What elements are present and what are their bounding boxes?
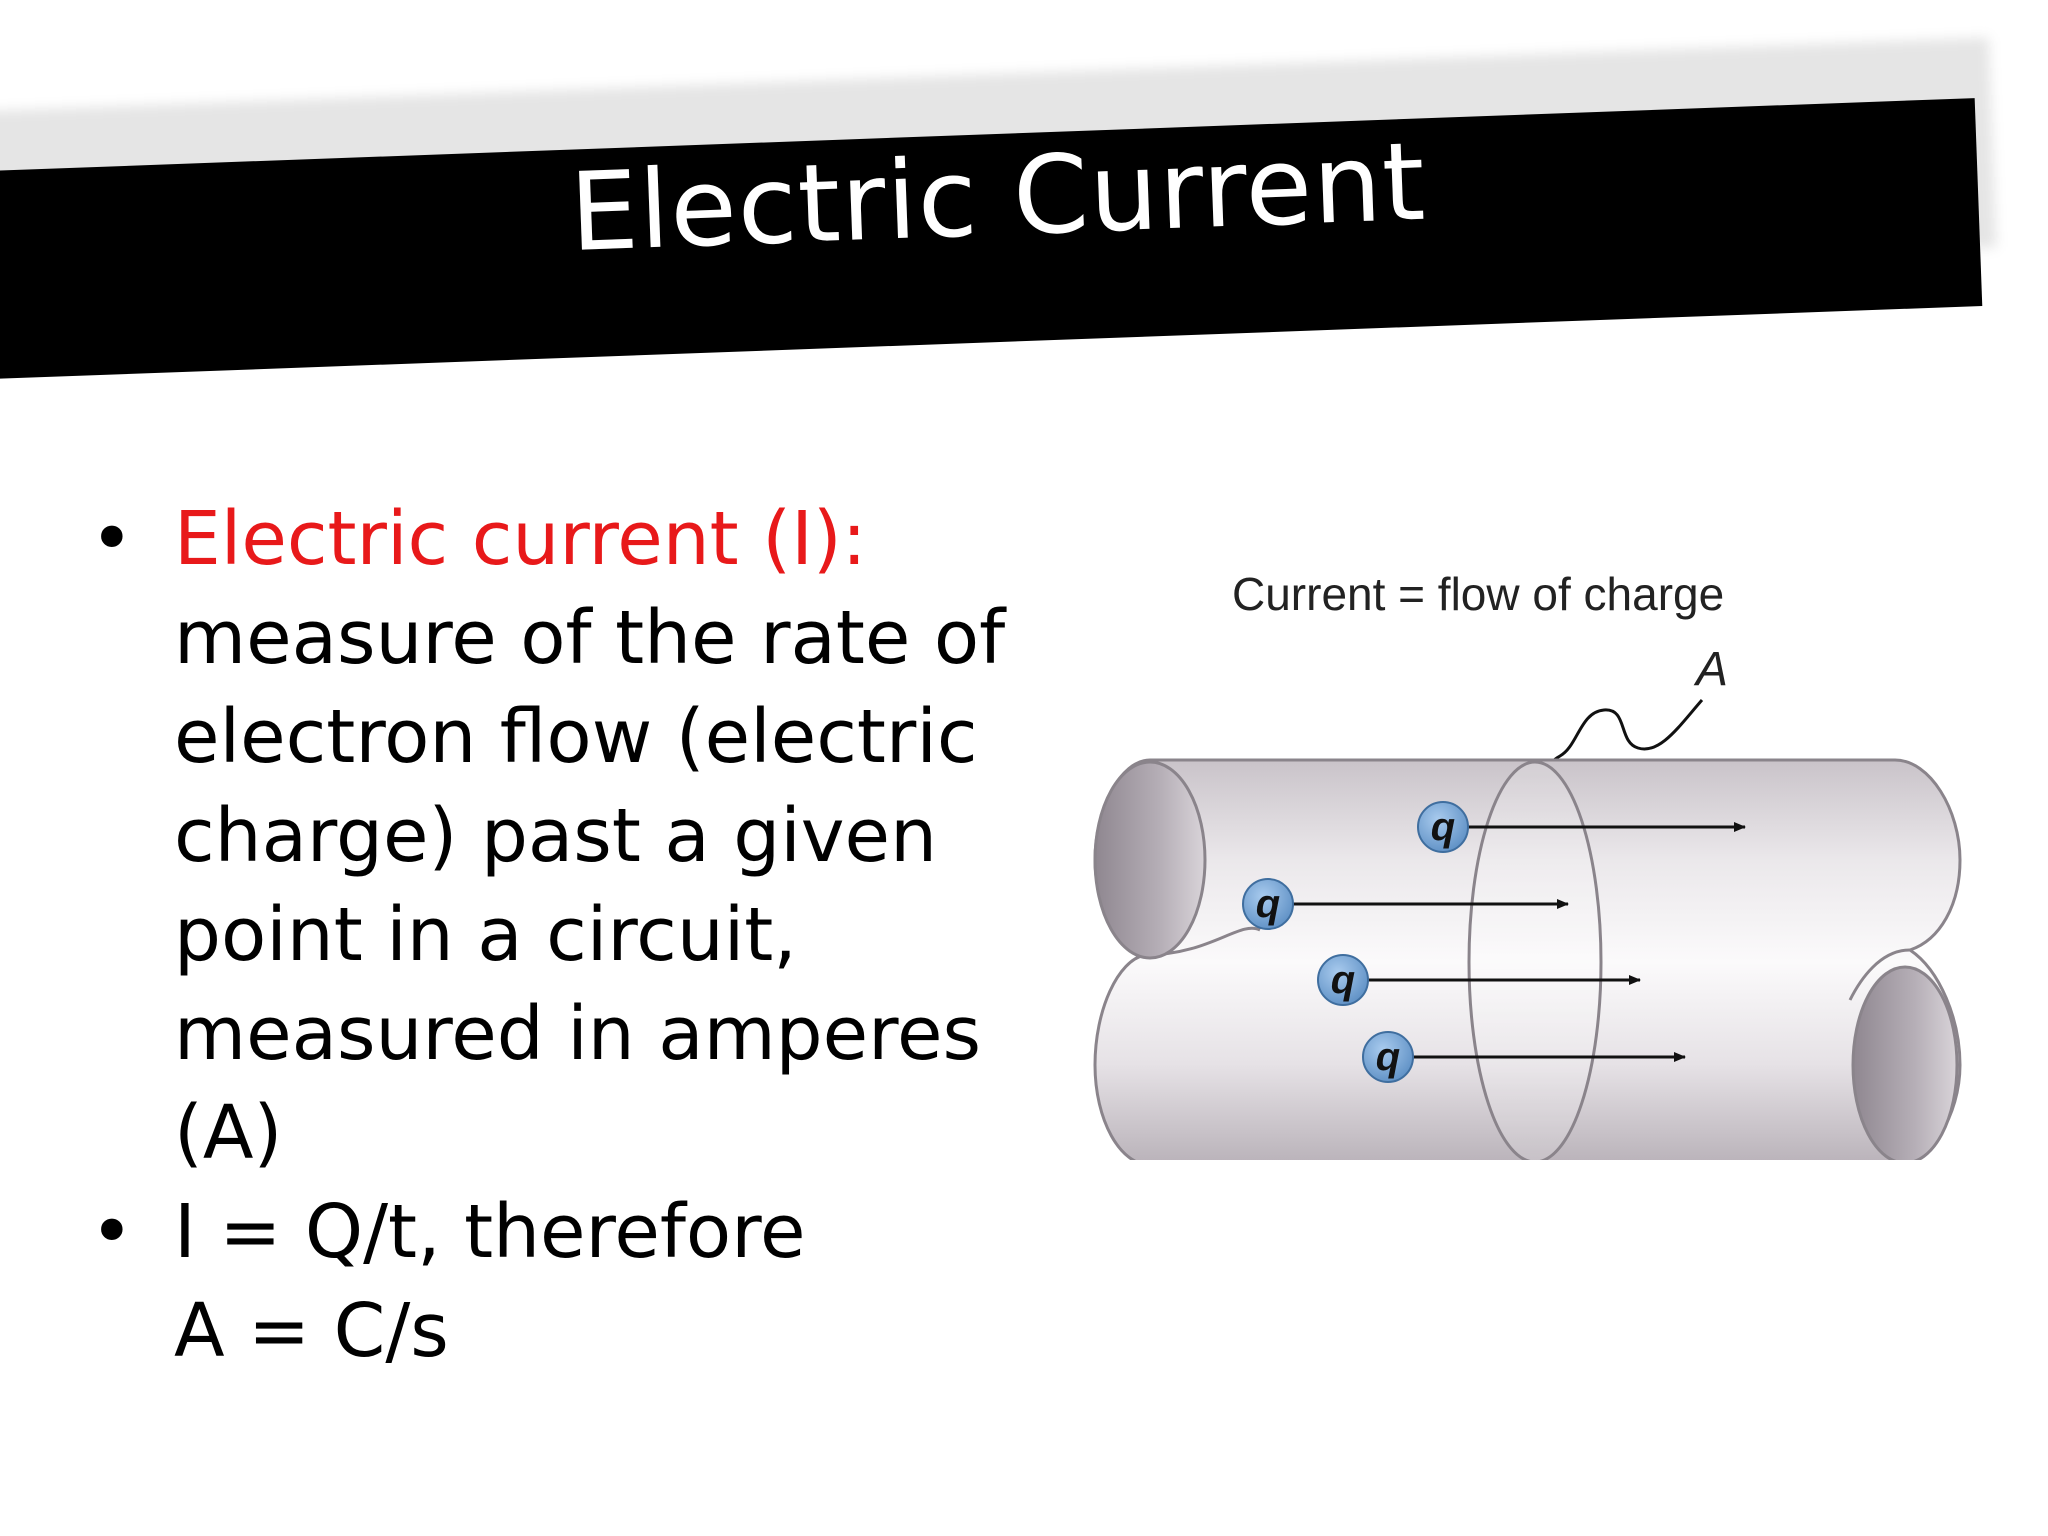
- charge-q: q: [1317, 954, 1369, 1006]
- definition-line: measure of the rate of: [174, 595, 1006, 681]
- bullet-list: • Electric current (I): measure of the r…: [90, 490, 1050, 1381]
- definition-line: (A): [174, 1090, 283, 1176]
- svg-text:q: q: [1256, 882, 1280, 926]
- charge-q: q: [1417, 801, 1469, 853]
- current-flow-diagram: Current = flow of charge A: [1090, 560, 1990, 1160]
- bullet-item-definition: • Electric current (I): measure of the r…: [90, 490, 1050, 1183]
- formula-line: A = C/s: [174, 1288, 449, 1374]
- area-label: A: [1693, 643, 1728, 696]
- diagram-caption: Current = flow of charge: [1232, 568, 1724, 620]
- charge-q: q: [1242, 878, 1294, 930]
- definition-line: measured in amperes: [174, 991, 982, 1077]
- bullet-dot: •: [90, 1189, 134, 1275]
- definition-line: charge) past a given: [174, 793, 937, 879]
- svg-text:q: q: [1431, 805, 1455, 849]
- conductor-illustration: Current = flow of charge A: [1093, 568, 1962, 1160]
- bullet-dot: •: [90, 496, 134, 582]
- tube-seam: [1848, 948, 1911, 1001]
- cross-section-area: [1467, 760, 1603, 1160]
- svg-text:q: q: [1331, 958, 1355, 1002]
- svg-text:q: q: [1376, 1035, 1400, 1079]
- slide-title: Electric Current: [567, 119, 1428, 276]
- charge-q: q: [1362, 1031, 1414, 1083]
- definition-line: electron flow (electric: [174, 694, 978, 780]
- term-electric-current: Electric current (I):: [174, 496, 867, 582]
- bullet-item-formula: • I = Q/t, therefore A = C/s: [90, 1183, 1050, 1381]
- tube-right-opening: [1851, 965, 1959, 1160]
- tube-left-opening: [1093, 760, 1207, 960]
- definition-line: point in a circuit,: [174, 892, 797, 978]
- formula-line: I = Q/t, therefore: [174, 1189, 806, 1275]
